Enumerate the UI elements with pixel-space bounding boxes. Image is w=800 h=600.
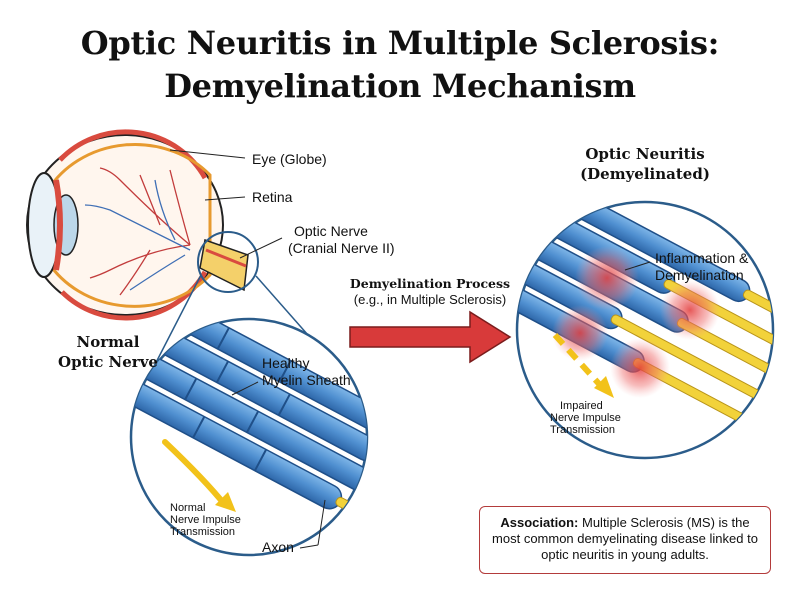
label-normal-impulse-line-3: Transmission (170, 526, 235, 538)
normal-heading-line-1: Normal (76, 333, 140, 351)
title-line-2: Demyelination Mechanism (164, 67, 636, 105)
label-optic-nerve-line-2: (Cranial Nerve II) (288, 240, 395, 256)
association-text: Multiple Sclerosis (MS) is the most comm… (492, 515, 758, 562)
label-inflammation-line-1: Inflammation & (655, 250, 749, 266)
process-label-line-1: Demyelination Process (349, 276, 511, 291)
zoom-circle-small (197, 231, 259, 293)
label-impaired-impulse-line-3: Transmission (550, 424, 615, 436)
label-impaired-impulse: Impaired Nerve Impulse Transmission (550, 400, 650, 436)
normal-nerve-circle (129, 317, 369, 557)
normal-heading-line-2: Optic Nerve (58, 353, 158, 371)
label-inflammation: Inflammation & Demyelination (655, 250, 748, 284)
label-normal-impulse-line-2: Nerve Impulse (170, 514, 241, 526)
label-impaired-impulse-line-2: Nerve Impulse (550, 412, 621, 424)
label-optic-nerve: Optic Nerve (Cranial Nerve II) (288, 223, 395, 257)
label-healthy-myelin: Healthy Myelin Sheath (262, 355, 351, 389)
label-healthy-myelin-line-1: Healthy (262, 355, 310, 371)
label-normal-impulse: Normal Nerve Impulse Transmission (170, 502, 280, 538)
neuritis-heading-line-1: Optic Neuritis (585, 145, 705, 163)
label-retina: Retina (252, 189, 293, 205)
process-label-line-2: (e.g., in Multiple Sclerosis) (353, 292, 507, 307)
page-title: Optic Neuritis in Multiple Sclerosis: De… (0, 22, 800, 108)
demyelination-arrow (349, 310, 512, 364)
demyelinated-nerve-circle (515, 200, 775, 460)
normal-fiber-bundle (131, 319, 367, 522)
inflammation-spots (552, 246, 720, 398)
eye-globe (26, 129, 249, 321)
neuritis-heading-line-2: (Demyelinated) (580, 165, 710, 183)
label-axon: Axon (262, 539, 294, 555)
association-box: Association: Multiple Sclerosis (MS) is … (479, 506, 771, 574)
label-eye-globe: Eye (Globe) (252, 151, 327, 167)
normal-heading: Normal Optic Nerve (58, 332, 158, 372)
label-normal-impulse-line-1: Normal (170, 502, 206, 514)
label-healthy-myelin-line-2: Myelin Sheath (262, 372, 351, 388)
label-impaired-impulse-line-1: Impaired (560, 400, 603, 412)
label-inflammation-line-2: Demyelination (655, 267, 744, 283)
neuritis-heading: Optic Neuritis (Demyelinated) (575, 144, 715, 184)
association-label: Association: (500, 515, 579, 530)
process-label: Demyelination Process (e.g., in Multiple… (340, 276, 520, 308)
title-line-1: Optic Neuritis in Multiple Sclerosis: (80, 24, 720, 62)
label-optic-nerve-line-1: Optic Nerve (294, 223, 368, 239)
